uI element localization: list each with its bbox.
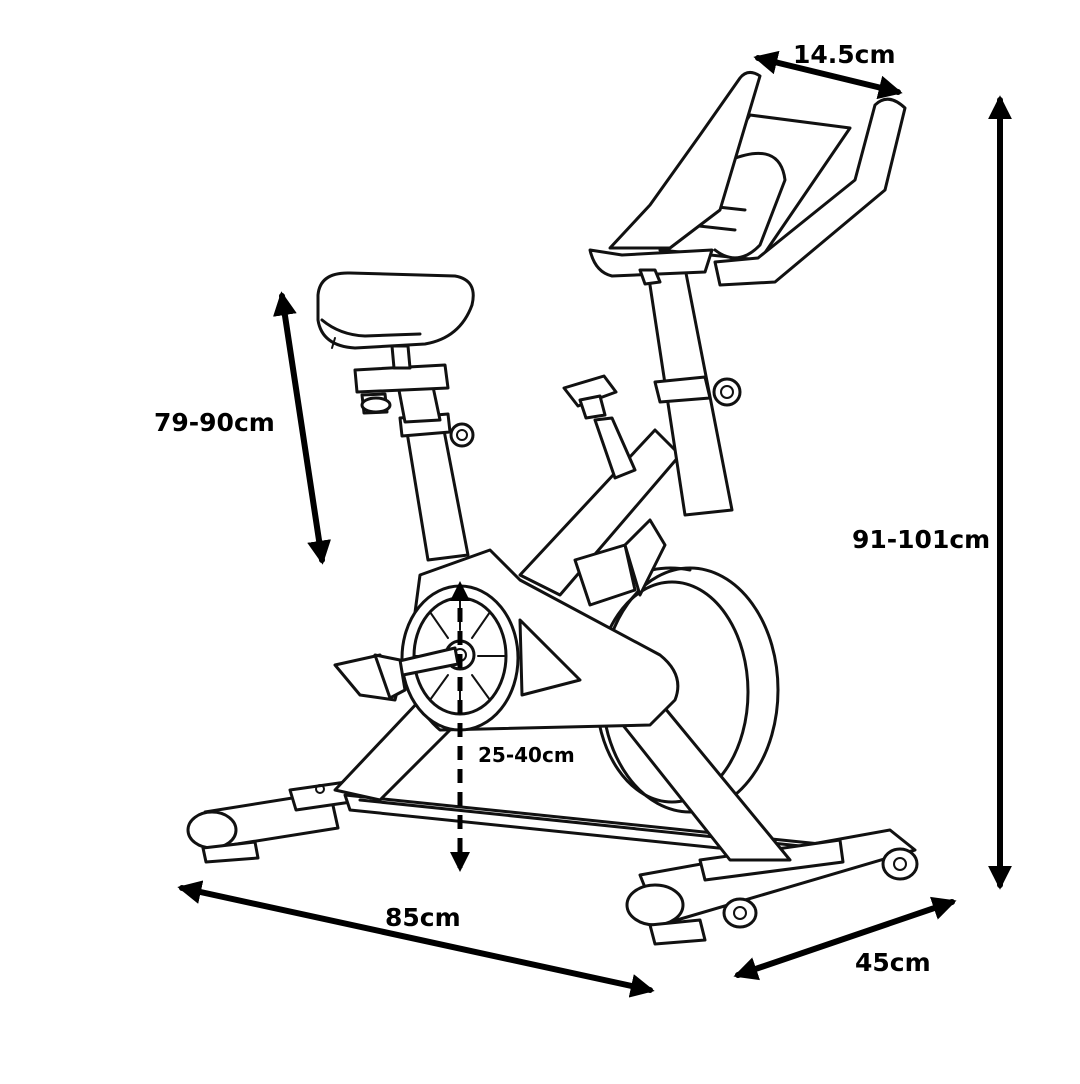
handlebar-stem	[646, 266, 742, 517]
seat-height-label: 79-90cm	[154, 408, 275, 437]
total-height-label: 91-101cm	[852, 525, 991, 554]
handlebars	[588, 71, 907, 287]
dimension-lines	[177, 50, 1012, 998]
handlebar-width-label: 14.5cm	[793, 40, 896, 69]
length-label: 85cm	[385, 903, 461, 932]
pedal	[333, 646, 460, 702]
width-label: 45cm	[855, 948, 931, 977]
handlebar-width-arrow	[753, 50, 903, 100]
width-arrow	[733, 896, 957, 981]
seat-height-arrow	[273, 291, 331, 565]
length-arrow	[177, 880, 655, 998]
resistance-knob	[562, 374, 637, 480]
crank-height-label: 25-40cm	[478, 743, 575, 767]
seat-post	[353, 363, 475, 562]
bike-illustration	[186, 71, 919, 946]
saddle	[316, 271, 475, 370]
